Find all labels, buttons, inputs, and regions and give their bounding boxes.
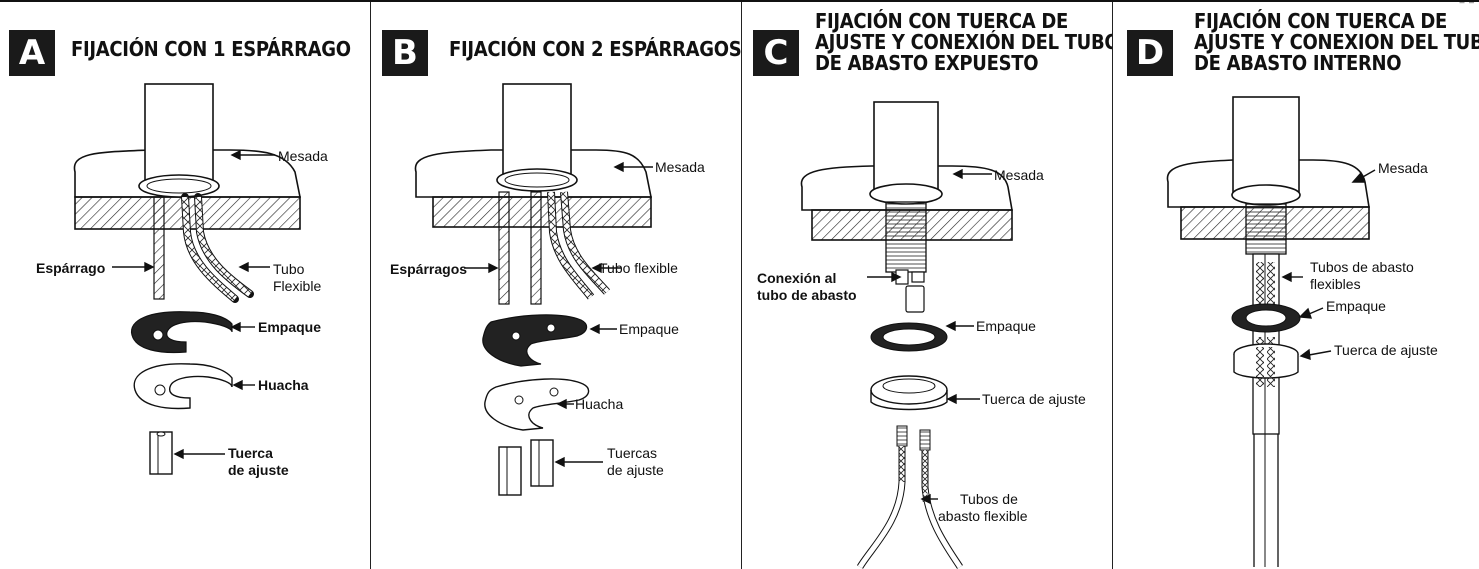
supply-fitting <box>919 429 931 451</box>
label-tuerca-de-ajuste: Tuerca de ajuste <box>228 445 289 479</box>
panel-title-line: AJUSTE Y CONEXIÓN DEL TUBO <box>815 30 1112 54</box>
label-mesada: Mesada <box>278 148 328 164</box>
corner-mark: ‒ ‒ <box>1459 0 1475 7</box>
faucet-base-ring <box>138 174 220 198</box>
faucet-base-ring <box>869 183 943 205</box>
label-huacha: Huacha <box>258 377 309 393</box>
panel-b: B FIJACIÓN CON 2 ESPÁRRAGOS <box>371 2 741 569</box>
stud <box>530 191 542 305</box>
supply-fitting <box>896 425 908 447</box>
label-empaque: Empaque <box>619 321 679 337</box>
panel-title-line: FIJACIÓN CON TUERCA DE <box>815 9 1068 33</box>
top-border-line <box>0 0 1479 2</box>
panel-title-line: FIJACIÓN CON 1 ESPÁRRAGO <box>71 37 351 61</box>
faucet-base-ring <box>496 168 578 192</box>
washer <box>133 363 233 410</box>
label-line: Tubo <box>273 261 305 277</box>
label-tubo-flexible: Tubo Flexible <box>273 261 321 295</box>
label-tuercas-de-ajuste: Tuercas de ajuste <box>607 445 664 479</box>
countertop-hatch <box>432 196 652 228</box>
label-mesada: Mesada <box>655 159 705 175</box>
label-tubos-abasto-flexibles: Tubos de abasto flexibles <box>1310 259 1414 293</box>
label-line: Conexión al <box>757 270 837 286</box>
panel-letter-badge: D <box>1127 30 1173 76</box>
panel-title-line: FIJACIÓN CON 2 ESPÁRRAGOS <box>449 37 741 61</box>
panel-divider <box>370 2 371 569</box>
gasket <box>482 314 588 367</box>
gasket <box>131 311 233 354</box>
label-tuerca-de-ajuste: Tuerca de ajuste <box>1334 342 1438 358</box>
faucet-spout <box>1232 96 1300 193</box>
washer <box>484 378 590 431</box>
label-line: Tuerca <box>228 445 273 461</box>
panel-title-line: DE ABASTO INTERNO <box>1194 51 1402 75</box>
label-conexion-tubo-abasto: Conexión al tubo de abasto <box>757 270 857 304</box>
panel-letter-badge: C <box>753 30 799 76</box>
panel-c: C FIJACIÓN CON TUERCA DE AJUSTE Y CONEXI… <box>742 2 1112 569</box>
stud <box>498 191 510 305</box>
label-mesada: Mesada <box>994 167 1044 183</box>
label-empaque: Empaque <box>976 318 1036 334</box>
panel-a: A FIJACIÓN CON 1 ESPÁRRAGO <box>0 2 370 569</box>
faucet-spout <box>502 83 572 180</box>
threaded-shank <box>1245 203 1287 255</box>
faucet-diagram-one-stud <box>73 83 301 475</box>
faucet-spout <box>873 101 939 193</box>
label-esparrago: Espárrago <box>36 260 106 276</box>
panel-title: FIJACIÓN CON 2 ESPÁRRAGOS <box>449 39 741 60</box>
label-tubos-abasto-flexible: Tubos de abasto flexible <box>938 491 1028 525</box>
label-line: Tubos de <box>960 491 1018 507</box>
panel-title-line: AJUSTE Y CONEXION DEL TUBO <box>1194 30 1479 54</box>
panel-title: FIJACIÓN CON TUERCA DE AJUSTE Y CONEXIÓN… <box>815 11 1112 74</box>
label-line: flexibles <box>1310 276 1361 292</box>
panel-title: FIJACIÓN CON TUERCA DE AJUSTE Y CONEXION… <box>1194 11 1479 74</box>
faucet-diagram-exposed-supply <box>800 101 1013 569</box>
supply-connection <box>905 285 925 313</box>
label-tubo-flexible: Tubo flexible <box>599 260 678 276</box>
panel-title: FIJACIÓN CON 1 ESPÁRRAGO <box>71 39 351 60</box>
supply-connection <box>911 271 925 283</box>
label-line: abasto flexible <box>938 508 1028 524</box>
panel-title-line: DE ABASTO EXPUESTO <box>815 51 1039 75</box>
label-line: Tubos de abasto <box>1310 259 1414 275</box>
label-esparragos: Espárragos <box>390 261 468 277</box>
adjust-nut <box>530 439 554 487</box>
label-mesada: Mesada <box>1378 160 1428 176</box>
panel-letter-badge: B <box>382 30 428 76</box>
faucet-spout <box>144 83 214 185</box>
adjust-nut <box>498 446 522 496</box>
panel-title-line: FIJACIÓN CON TUERCA DE <box>1194 9 1447 33</box>
label-line: de ajuste <box>607 462 664 478</box>
label-line: Tuercas <box>607 445 658 461</box>
faucet-base-ring <box>1231 184 1301 206</box>
label-tuerca-de-ajuste: Tuerca de ajuste <box>982 391 1086 407</box>
label-line: Flexible <box>273 278 322 294</box>
panel-letter-badge: A <box>9 30 55 76</box>
panel-d: D FIJACIÓN CON TUERCA DE AJUSTE Y CONEXI… <box>1113 2 1479 569</box>
label-line: tubo de abasto <box>757 287 857 303</box>
stud <box>153 196 165 300</box>
panel-divider <box>1112 2 1113 569</box>
faucet-diagram-internal-supply <box>1166 96 1376 567</box>
adjust-nut <box>149 431 173 475</box>
label-huacha: Huacha <box>575 396 624 412</box>
label-empaque: Empaque <box>258 319 322 335</box>
panel-divider <box>741 2 742 569</box>
threaded-shank <box>885 201 927 273</box>
label-line: de ajuste <box>228 462 289 478</box>
faucet-diagram-two-studs <box>414 83 653 496</box>
label-empaque: Empaque <box>1326 298 1386 314</box>
